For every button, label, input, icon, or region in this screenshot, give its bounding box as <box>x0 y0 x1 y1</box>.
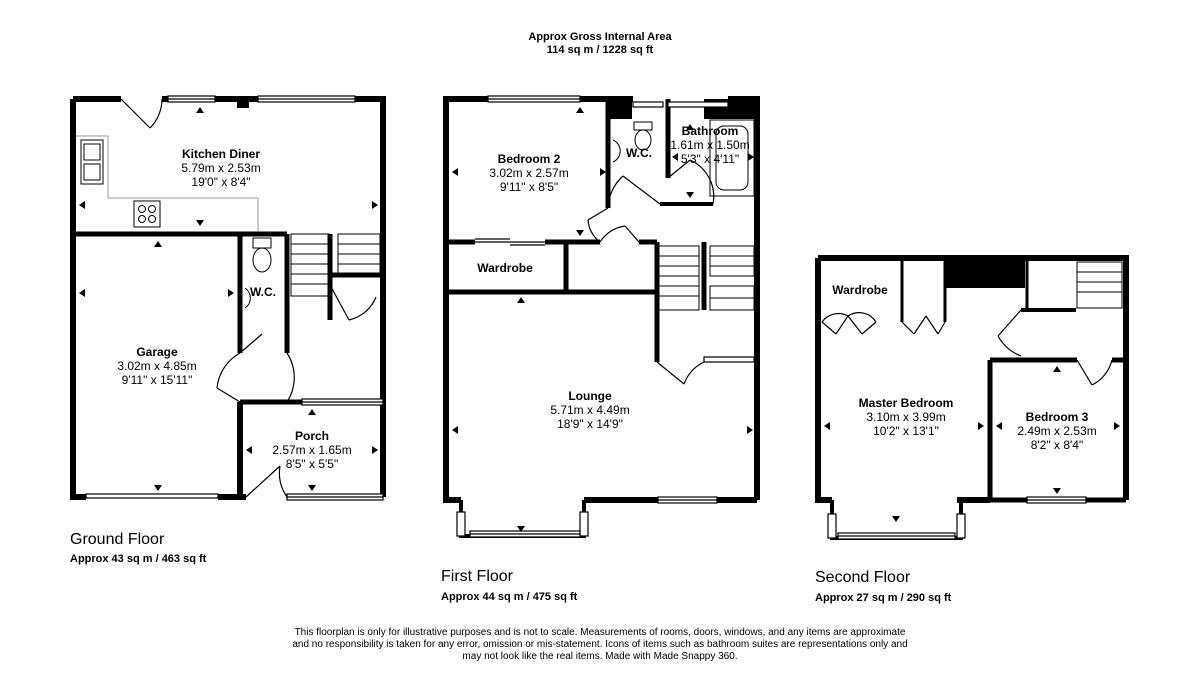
room-imperial: 10'2" x 13'1" <box>873 424 939 438</box>
room-label-bedroom-2: Bedroom 2 3.02m x 2.57m 9'11" x 8'5" <box>489 152 568 194</box>
first-floor-windows <box>475 95 755 504</box>
room-imperial: 8'5" x 5'5" <box>285 457 339 471</box>
room-metric: 1.61m x 1.50m <box>670 138 750 152</box>
room-imperial: 8'2" x 8'4" <box>1030 438 1084 452</box>
second-floor-title: Second Floor <box>815 569 911 586</box>
room-label-second-wardrobe: Wardrobe <box>832 283 888 297</box>
kitchen-sink-icon <box>80 139 104 185</box>
first-floor-wc-toilet-icon <box>633 121 653 151</box>
second-floor-area: Approx 27 sq m / 290 sq ft <box>815 592 952 604</box>
first-floor-doors <box>587 159 715 385</box>
room-name: Bedroom 2 <box>497 152 561 166</box>
disclaimer-line: and no responsibility is taken for any e… <box>292 639 908 650</box>
ground-floor-walls <box>70 96 386 500</box>
second-floor-stairs <box>1076 261 1123 309</box>
room-imperial: 9'11" x 15'11" <box>121 373 193 387</box>
chimney-block <box>237 96 249 108</box>
second-floor-bay-window <box>827 500 966 540</box>
ground-floor-stairs <box>290 233 381 297</box>
first-floor-area: Approx 44 sq m / 475 sq ft <box>441 591 578 603</box>
room-metric: 3.02m x 4.85m <box>117 359 197 373</box>
disclaimer-line: may not look like the real items. Made w… <box>462 651 738 662</box>
room-metric: 2.49m x 2.53m <box>1017 424 1097 438</box>
first-floor-bay-window <box>456 500 589 538</box>
first-floor-walls <box>443 96 760 503</box>
room-metric: 5.71m x 4.49m <box>550 403 630 417</box>
room-name: Bathroom <box>681 124 739 138</box>
room-label-lounge: Lounge 5.71m x 4.49m 18'9" x 14'9" <box>550 389 629 431</box>
room-name: Kitchen Diner <box>181 147 260 161</box>
first-floor-stairs <box>658 245 755 311</box>
room-name: Lounge <box>568 389 612 403</box>
ground-floor-dimension-arrows <box>79 107 378 491</box>
second-floor-windows <box>1026 496 1087 504</box>
basin-icon <box>244 287 251 309</box>
room-name: Bedroom 3 <box>1025 410 1089 424</box>
room-label-garage: Garage 3.02m x 4.85m 9'11" x 15'11" <box>117 345 196 387</box>
first-floor-dimension-arrows <box>452 107 754 532</box>
gia-title: Approx Gross Internal Area <box>528 31 672 43</box>
ground-floor-area: Approx 43 sq m / 463 sq ft <box>70 553 207 565</box>
room-label-first-wc: W.C. <box>626 146 652 160</box>
second-floor-walls <box>815 255 1129 503</box>
ground-floor-plan <box>70 95 386 501</box>
ground-floor-title: Ground Floor <box>70 531 165 548</box>
room-metric: 3.02m x 2.57m <box>489 166 569 180</box>
room-name: Wardrobe <box>477 261 533 275</box>
room-imperial: 19'0" x 8'4" <box>191 175 251 189</box>
room-metric: 2.57m x 1.65m <box>272 443 352 457</box>
room-label-porch: Porch 2.57m x 1.65m 8'5" x 5'5" <box>272 429 351 471</box>
first-floor-plan <box>443 95 760 538</box>
room-name: Master Bedroom <box>858 396 954 410</box>
room-label-ground-wc: W.C. <box>250 285 276 299</box>
room-name: W.C. <box>250 285 276 299</box>
ground-floor-windows <box>85 95 384 501</box>
gross-internal-area: Approx Gross Internal Area 114 sq m / 12… <box>0 31 1200 57</box>
ground-floor-doors <box>120 98 377 498</box>
room-imperial: 9'11" x 8'5" <box>499 180 559 194</box>
first-floor-basin-icon <box>612 139 621 163</box>
room-label-bedroom-3: Bedroom 3 2.49m x 2.53m 8'2" x 8'4" <box>1017 410 1096 452</box>
room-label-bathroom: Bathroom 1.61m x 1.50m 5'3" x 4'11" <box>670 124 749 166</box>
hob-icon <box>133 200 161 228</box>
room-label-master-bedroom: Master Bedroom 3.10m x 3.99m 10'2" x 13'… <box>859 396 954 438</box>
room-imperial: 18'9" x 14'9" <box>557 417 623 431</box>
room-name: Wardrobe <box>832 283 888 297</box>
first-floor-title: First Floor <box>441 568 513 585</box>
room-name: Porch <box>294 429 329 443</box>
second-floor-doors <box>821 309 1113 386</box>
second-floor-plan <box>815 255 1129 540</box>
room-metric: 3.10m x 3.99m <box>866 410 946 424</box>
gia-value: 114 sq m / 1228 sq ft <box>546 44 654 56</box>
disclaimer: This floorplan is only for illustrative … <box>0 627 1200 663</box>
second-floor-dimension-arrows <box>824 366 1120 522</box>
room-label-first-wardrobe: Wardrobe <box>477 261 533 275</box>
room-label-kitchen-diner: Kitchen Diner 5.79m x 2.53m 19'0" x 8'4" <box>181 147 260 189</box>
kitchen-counter <box>76 135 259 231</box>
room-name: W.C. <box>626 146 652 160</box>
room-metric: 5.79m x 2.53m <box>181 161 261 175</box>
toilet-icon <box>252 237 272 273</box>
room-imperial: 5'3" x 4'11" <box>680 152 740 166</box>
room-name: Garage <box>136 345 178 359</box>
disclaimer-line: This floorplan is only for illustrative … <box>294 627 906 638</box>
